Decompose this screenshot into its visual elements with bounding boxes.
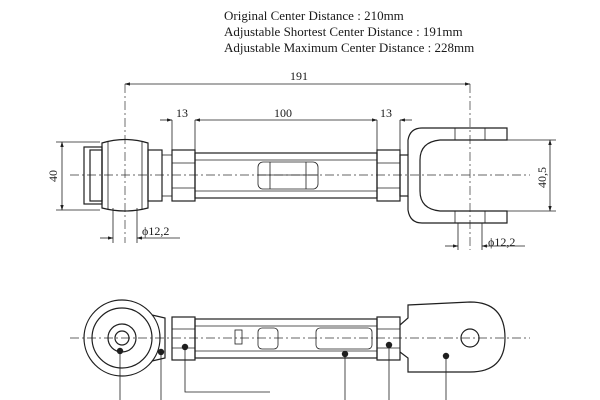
side-view bbox=[70, 299, 530, 400]
dim-center-distance: 191 bbox=[124, 69, 471, 86]
dim-body-label: 100 bbox=[274, 106, 292, 120]
side-clevis-tab bbox=[399, 301, 506, 373]
right-hex-sleeve bbox=[376, 149, 401, 202]
adjuster-body bbox=[194, 152, 378, 199]
dim-left-hole: ϕ12,2 bbox=[100, 208, 180, 243]
side-right-hex-sleeve bbox=[376, 316, 401, 361]
dim-clevis-height: 40,5 bbox=[507, 139, 556, 212]
clevis bbox=[399, 127, 508, 224]
maximum-center-distance: Adjustable Maximum Center Distance : 228… bbox=[224, 40, 475, 55]
dim-left-hole-label: ϕ12,2 bbox=[142, 224, 169, 238]
dim-bushing-height-label: 40 bbox=[46, 170, 60, 182]
dim-left-sleeve-label: 13 bbox=[176, 106, 188, 120]
dim-right-hole: ϕ12,2 bbox=[445, 223, 525, 250]
dim-right-sleeve-label: 13 bbox=[380, 106, 392, 120]
top-view: 191 13 100 13 40 40,5 bbox=[46, 69, 556, 250]
dim-bushing-height: 40 bbox=[46, 141, 100, 211]
left-hex-sleeve bbox=[171, 149, 196, 202]
spec-notes: Original Center Distance : 210mm Adjusta… bbox=[224, 8, 474, 56]
dim-clevis-height-label: 40,5 bbox=[535, 167, 549, 188]
callout-leaders bbox=[119, 345, 447, 400]
bushing-eye bbox=[83, 299, 166, 377]
dim-segments: 13 100 13 bbox=[160, 106, 412, 150]
side-left-hex-sleeve bbox=[171, 316, 196, 361]
shortest-center-distance: Adjustable Shortest Center Distance : 19… bbox=[224, 24, 463, 39]
original-center-distance: Original Center Distance : 210mm bbox=[224, 8, 404, 23]
dim-center-distance-label: 191 bbox=[290, 69, 308, 83]
side-adjuster-body bbox=[194, 318, 378, 359]
dim-right-hole-label: ϕ12,2 bbox=[488, 235, 515, 249]
bushing-housing bbox=[83, 138, 172, 212]
